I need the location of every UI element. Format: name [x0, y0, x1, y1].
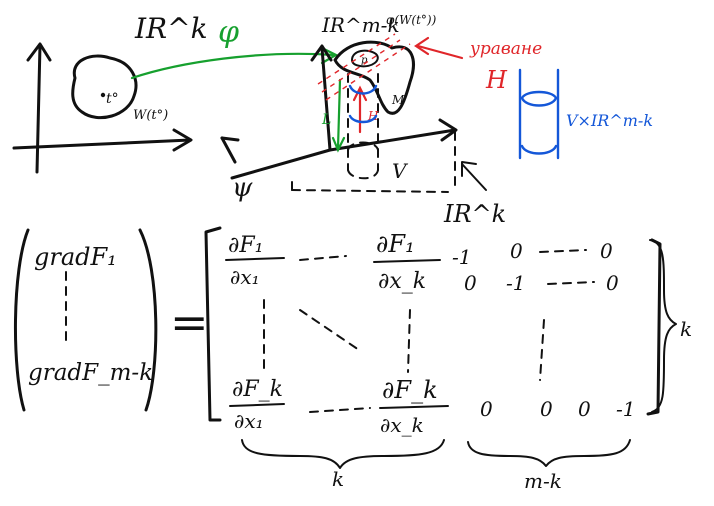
identity-r1-c3: 0	[600, 239, 613, 263]
base-arrow	[461, 163, 487, 191]
bottom-brace-left	[241, 439, 445, 469]
bottom-right-num: ∂F_k	[382, 376, 438, 404]
identity-r2-c1: 0	[464, 271, 477, 295]
bottom-left-den: ∂x₁	[234, 409, 264, 433]
identity-last-c2: 0	[540, 397, 553, 421]
red-hatching	[317, 33, 411, 101]
map-phi-label: φ	[218, 15, 239, 50]
identity-r2-c3: 0	[606, 271, 619, 295]
grad-F1: gradF₁	[34, 243, 117, 271]
M-label: M	[391, 93, 405, 107]
point-t0	[100, 92, 106, 98]
grad-Fm-k: gradF_m-k	[28, 360, 153, 386]
H-label: H	[485, 66, 508, 94]
bottom-right-den: ∂x_k	[380, 413, 424, 437]
top-right-den: ∂x_k	[378, 269, 426, 294]
H-small-label: H	[367, 109, 379, 123]
target-space-label: IR^m-k	[321, 13, 400, 37]
identity-last-c4: -1	[616, 397, 635, 421]
image-label: φ(W(t°))	[386, 13, 437, 27]
right-brace-label: k	[680, 317, 692, 341]
identity-r1-c2: 0	[510, 239, 523, 263]
image-ellipse	[351, 49, 379, 68]
domain-label: IR^k	[134, 12, 208, 45]
V-label: V	[392, 159, 409, 183]
identity-r2-c2: -1	[506, 271, 525, 295]
p-label: p	[361, 55, 368, 66]
equals-sign: =	[170, 295, 209, 349]
domain-axes	[12, 42, 193, 174]
neighborhood-blob	[71, 54, 138, 120]
psi-label: ψ	[232, 173, 253, 203]
point-label: t°	[106, 91, 119, 107]
surface-M	[333, 40, 415, 115]
top-left-num: ∂F₁	[228, 233, 263, 258]
left-vector-brackets	[13, 228, 158, 412]
identity-r1-c1: -1	[452, 245, 471, 269]
jacobian-dashes	[263, 255, 411, 413]
annotation-arrow	[416, 44, 464, 60]
neighborhood-label: W(t°)	[133, 108, 168, 123]
L-label: L	[321, 112, 331, 128]
identity-last-c1: 0	[480, 397, 493, 421]
blue-arc-top	[348, 84, 378, 95]
base-space-label: IR^k	[443, 200, 506, 228]
bottom-brace-left-label: k	[332, 467, 344, 491]
bottom-brace-right	[467, 439, 631, 467]
L-arrow	[336, 78, 342, 150]
product-label: V×IR^m-k	[566, 111, 653, 130]
bottom-left-num: ∂F_k	[232, 377, 283, 402]
identity-last-c3: 0	[578, 397, 591, 421]
top-right-num: ∂F₁	[376, 230, 415, 258]
map-phi-arrow	[130, 52, 336, 80]
right-brace	[649, 239, 677, 413]
bottom-brace-right-label: m-k	[524, 469, 562, 493]
top-left-den: ∂x₁	[230, 265, 260, 289]
product-cylinder	[518, 68, 560, 160]
blue-arc-bottom	[348, 114, 378, 124]
annotation-label: ураване	[469, 39, 542, 59]
cylinder-V	[347, 73, 379, 180]
